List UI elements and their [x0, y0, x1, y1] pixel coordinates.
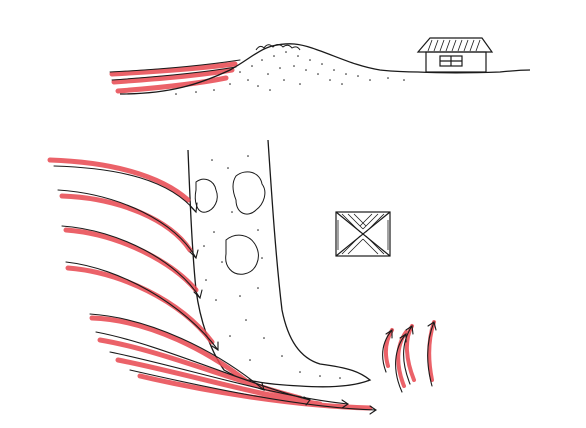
- house-icon: [418, 38, 492, 72]
- berm-plan: [188, 140, 370, 387]
- plan-view: [50, 140, 436, 414]
- wind-arrow: [68, 268, 212, 342]
- updraft-arrows: [383, 322, 436, 392]
- house-plan: [336, 212, 390, 256]
- wind-arrows-section: [110, 60, 240, 91]
- wind-arrow: [118, 360, 320, 404]
- section-view: [110, 38, 530, 95]
- wind-arrows-plan: [50, 160, 376, 414]
- wind-arrow-ink: [58, 190, 196, 258]
